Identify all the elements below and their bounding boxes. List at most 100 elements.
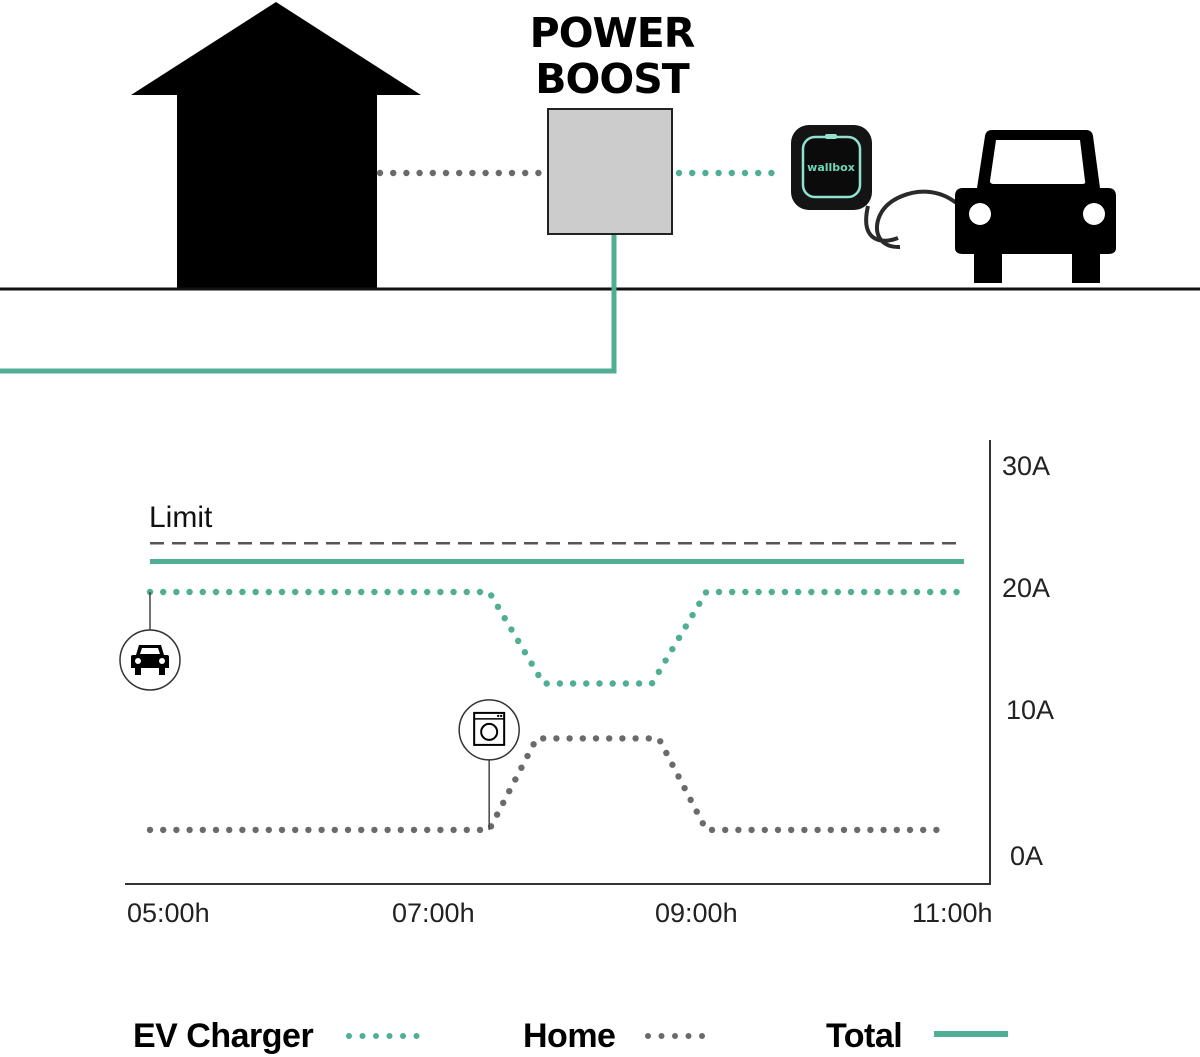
data-dot — [867, 826, 874, 834]
data-dot — [265, 588, 272, 596]
data-dot — [635, 680, 643, 687]
meter-to-charger-dots — [675, 169, 775, 177]
data-dot — [663, 749, 670, 757]
data-dot — [662, 657, 669, 664]
data-dot — [874, 588, 881, 596]
data-dot — [669, 645, 676, 653]
data-dot — [556, 680, 564, 687]
data-dot — [344, 588, 352, 596]
data-dot — [675, 773, 682, 780]
data-dot — [685, 1033, 692, 1039]
data-dot — [808, 588, 815, 596]
data-dot — [410, 826, 418, 834]
data-dot — [781, 588, 789, 596]
data-dot — [476, 588, 484, 596]
data-dot — [384, 588, 391, 596]
data-dot — [696, 600, 703, 607]
ev-start-annotation — [119, 592, 181, 691]
data-dot — [331, 826, 338, 834]
data-dot — [530, 741, 537, 748]
data-dot — [569, 680, 577, 687]
data-dot — [403, 169, 410, 177]
data-dot — [521, 649, 529, 656]
data-dot — [482, 169, 489, 177]
data-dot — [748, 826, 755, 834]
data-dot — [450, 826, 457, 834]
data-dot — [373, 1033, 379, 1039]
data-dot — [463, 588, 470, 596]
car-icon — [131, 645, 169, 675]
power-boost-meter-box — [547, 108, 673, 235]
data-dot — [476, 826, 484, 834]
data-dot — [514, 637, 522, 645]
data-dot — [292, 588, 299, 596]
connector-dots — [675, 169, 775, 177]
data-dot — [186, 588, 193, 596]
house-to-meter-dots — [376, 169, 542, 177]
data-dot — [632, 735, 639, 742]
data-dot — [761, 826, 768, 834]
data-dot — [524, 752, 531, 760]
data-dot — [173, 826, 180, 834]
data-dot — [742, 588, 749, 596]
data-dot — [424, 826, 431, 834]
y-tick-label: 30A — [1002, 451, 1050, 481]
data-dot — [371, 826, 378, 834]
data-dot — [226, 588, 233, 596]
data-dot — [450, 588, 457, 596]
data-dot — [913, 588, 921, 596]
data-dot — [463, 826, 470, 834]
x-tick-label: 05:00h — [127, 898, 210, 928]
data-dot — [265, 826, 272, 834]
data-dot — [801, 826, 808, 834]
legend-dots — [346, 1033, 420, 1039]
data-dot — [359, 1033, 366, 1039]
data-dot — [318, 588, 325, 596]
data-dot — [469, 169, 476, 177]
data-dot — [358, 826, 365, 834]
data-dot — [906, 826, 914, 834]
x-tick-label: 07:00h — [392, 898, 475, 928]
data-dot — [675, 634, 683, 642]
data-dot — [199, 588, 206, 596]
data-dot — [655, 668, 663, 676]
data-dot — [787, 826, 795, 834]
house-icon — [131, 2, 421, 289]
data-dot — [566, 735, 573, 742]
data-dot — [645, 1033, 651, 1039]
data-dot — [675, 169, 683, 177]
data-dot — [495, 169, 502, 177]
data-dot — [847, 588, 855, 596]
data-dot — [853, 826, 861, 834]
data-dot — [318, 826, 325, 834]
title-line-1: POWER — [530, 9, 695, 57]
data-dot — [900, 588, 907, 596]
data-dot — [699, 820, 707, 827]
data-dot — [605, 735, 613, 742]
data-dot — [212, 826, 220, 834]
data-dot — [386, 1033, 393, 1039]
data-dot — [456, 169, 463, 177]
legend-label: Home — [523, 1017, 615, 1055]
data-dot — [358, 588, 365, 596]
data-dot — [226, 826, 233, 834]
data-dot — [376, 169, 384, 177]
data-dot — [622, 680, 630, 687]
data-dot — [834, 588, 841, 596]
y-axis-ticks: 30A 20A 10A 0A — [1002, 451, 1054, 871]
x-axis-ticks: 05:00h 07:00h 09:00h 11:00h — [127, 898, 993, 928]
data-dot — [499, 799, 507, 807]
data-dot — [390, 169, 397, 177]
data-dot — [682, 623, 689, 630]
data-dot — [535, 169, 542, 177]
data-dot — [699, 1033, 705, 1039]
data-dot — [252, 826, 259, 834]
data-dot — [278, 588, 286, 596]
data-dot — [658, 1033, 665, 1039]
data-dot — [292, 826, 299, 834]
data-dot — [429, 169, 436, 177]
data-dot — [501, 614, 508, 622]
legend-label: Total — [826, 1017, 902, 1055]
data-dot — [506, 787, 513, 795]
series-layer — [146, 559, 964, 834]
